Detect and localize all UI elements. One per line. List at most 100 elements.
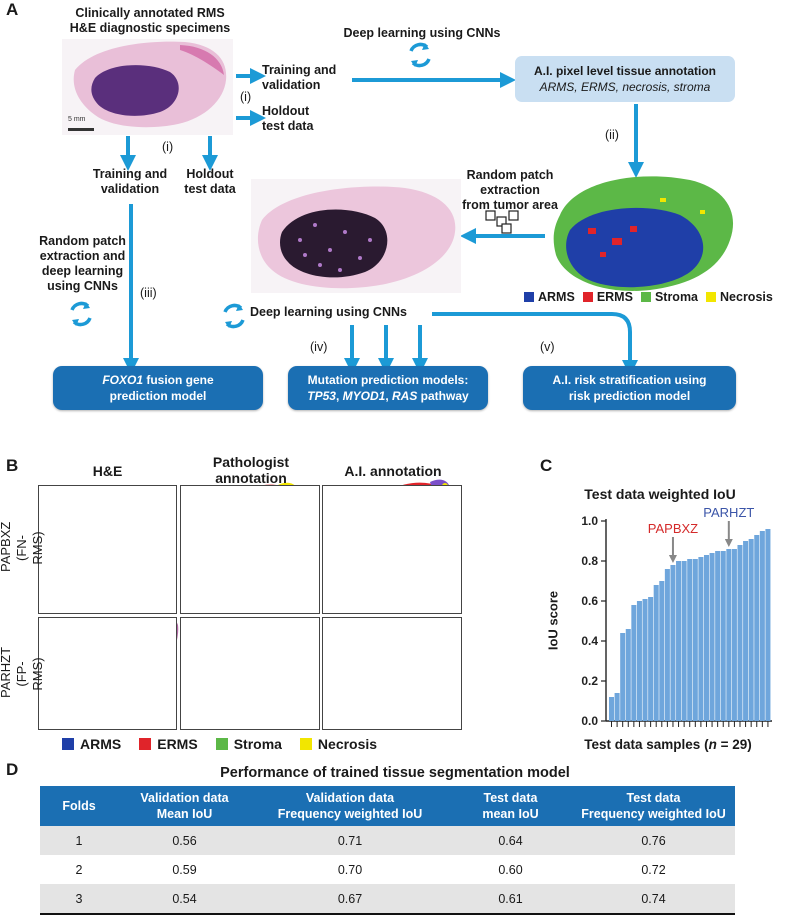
table-cell: 0.67 <box>251 884 449 914</box>
specimen-title-line1: Clinically annotated RMS <box>75 6 225 20</box>
training-validation-top: Training and validation <box>262 63 352 93</box>
scale-bar-label: 5 mm <box>68 116 86 123</box>
training-validation-left-line1: Training and <box>92 167 168 181</box>
risk-box-line1: A.I. risk stratification using <box>552 373 707 387</box>
header-text: Folds <box>62 799 96 813</box>
specimen-title: Clinically annotated RMS H&E diagnostic … <box>50 6 250 36</box>
col-header-pathologist-line1: Pathologist <box>212 454 290 470</box>
panel-label-c: C <box>540 456 553 475</box>
row-label-parhzt-line2: (FP-RMS) <box>14 657 45 691</box>
chart-y-tick-label: 0.4 <box>581 634 598 648</box>
chart-y-tick-label: 1.0 <box>581 514 598 528</box>
table-cell: 0.70 <box>251 855 449 884</box>
holdout-left-line2: test data <box>184 182 236 196</box>
ai-annotation-map <box>553 176 734 291</box>
row-label-papbxz-line2: (FN-RMS) <box>14 531 45 565</box>
chart-bar <box>731 549 737 721</box>
legend-item-necrosis: Necrosis <box>706 290 773 304</box>
random-patch-tumor-label: Random patch extraction from tumor area <box>460 168 560 213</box>
chart-bar <box>754 535 760 721</box>
chart-bar <box>676 561 682 721</box>
chart-bar <box>636 601 642 721</box>
table-cell: 0.64 <box>449 826 572 855</box>
arrow-down-v <box>432 312 638 376</box>
legend-swatch <box>706 292 717 302</box>
header-text: Frequency weighted IoU <box>277 807 423 821</box>
chart-xlabel-n: n <box>708 737 717 752</box>
chart-xlabel: Test data samples (n = 29) <box>553 737 783 752</box>
table-cell: 0.59 <box>118 855 251 884</box>
col-header-pathologist: Pathologist annotation <box>180 454 322 486</box>
holdout-top: Holdout test data <box>262 104 332 134</box>
header-text: Frequency weighted IoU <box>581 807 726 821</box>
flow-arrows <box>120 68 644 376</box>
random-patch-left-label: Random patch extraction and deep learnin… <box>25 234 140 294</box>
row-label-parhzt-line1: PARHZT <box>0 646 13 698</box>
legend-item-necrosis: Necrosis <box>299 736 377 752</box>
panel-label-b: B <box>6 456 19 475</box>
header-text: Mean IoU <box>156 807 213 821</box>
chart-annotation-label: PARHZT <box>703 505 754 520</box>
training-validation-left: Training and validation <box>75 167 185 197</box>
table-cell: 0.71 <box>251 826 449 855</box>
chart-y-tick-label: 0.8 <box>581 554 598 568</box>
table-row: 1 0.56 0.71 0.64 0.76 <box>40 826 735 855</box>
chart-title: Test data weighted IoU <box>584 486 736 502</box>
roman-i-top: (i) <box>240 90 252 104</box>
chart-bar <box>698 557 704 721</box>
legend-swatch <box>62 738 74 750</box>
random-patch-tumor-line3: from tumor area <box>462 198 558 212</box>
roman-i-left: (i) <box>162 140 174 154</box>
legend-label: ARMS <box>538 290 575 304</box>
mutation-box-line1: Mutation prediction models: <box>307 373 469 387</box>
he-specimen-image <box>62 39 233 135</box>
foxo1-gene: FOXO1 <box>102 373 143 387</box>
chart-xlabel-post: = 29) <box>716 737 752 752</box>
mutation-box-line2: TP53, MYOD1, RAS pathway <box>307 388 468 404</box>
legend-item-erms: ERMS <box>582 290 633 304</box>
panel-label-a: A <box>6 0 19 19</box>
holdout-left-line1: Holdout <box>186 167 234 181</box>
foxo1-box-line2: prediction model <box>109 389 207 403</box>
deep-learning-top-label: Deep learning using CNNs <box>343 26 501 40</box>
training-validation-left-line2: validation <box>100 182 160 196</box>
legend-swatch <box>582 292 593 302</box>
chart-bar <box>726 549 732 721</box>
chart-bar <box>625 629 631 721</box>
holdout-top-line2: test data <box>262 119 314 133</box>
col-header-pathologist-line2: annotation <box>215 470 287 486</box>
risk-box-line2: risk prediction model <box>568 389 691 403</box>
header-text: Validation data <box>305 791 395 805</box>
chart-y-tick-label: 0.6 <box>581 594 598 608</box>
legend-label: ERMS <box>157 736 198 752</box>
patch-squares-icon <box>485 210 519 234</box>
legend-swatch <box>299 738 312 750</box>
row-label-papbxz: PAPBXZ (FN-RMS) <box>0 522 45 572</box>
roman-ii: (ii) <box>605 128 619 142</box>
random-patch-left-line2: extraction and <box>39 249 126 263</box>
gene-tp53: TP53 <box>307 389 336 403</box>
chart-bar <box>670 565 676 721</box>
col-header-ai: A.I. annotation <box>344 463 442 479</box>
patch-specimen-image <box>251 179 461 293</box>
legend-swatch <box>215 738 228 750</box>
chart-bar <box>743 541 749 721</box>
specimen-title-line2: H&E diagnostic specimens <box>69 21 231 35</box>
chart-bar <box>620 633 626 721</box>
cycle-icons <box>70 42 431 329</box>
header-text: Test data <box>626 791 681 805</box>
table-title: Performance of trained tissue segmentati… <box>220 765 570 781</box>
chart-bar <box>765 529 771 721</box>
panel-label-d: D <box>6 760 19 779</box>
chart-bar <box>737 545 743 721</box>
cycle-icon <box>70 301 92 327</box>
mutation-prediction-box: Mutation prediction models: TP53, MYOD1,… <box>288 366 488 410</box>
gene-separator: , <box>335 389 343 403</box>
frame-pathologist-papbxz <box>180 485 320 614</box>
table-cell: 1 <box>40 826 118 855</box>
